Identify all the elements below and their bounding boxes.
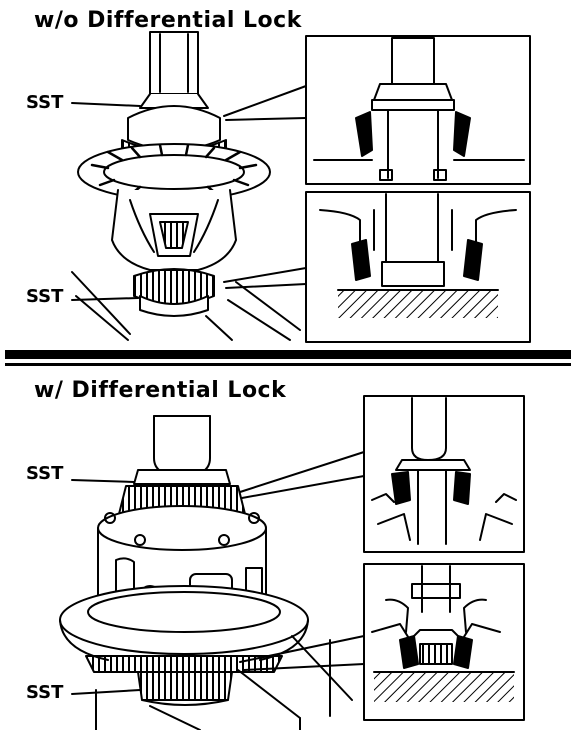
sst-label-top-upper: SST bbox=[26, 92, 64, 113]
inset-bottom-upper bbox=[363, 395, 525, 553]
leader-inset-top-lower bbox=[223, 267, 307, 283]
leader-inset-bottom-upper bbox=[239, 451, 365, 493]
leader-sst-top-lower bbox=[71, 297, 139, 301]
inset-top-upper bbox=[305, 35, 531, 185]
inset-top-lower bbox=[305, 191, 531, 343]
sst-label-bottom-lower: SST bbox=[26, 682, 64, 703]
sst-label-bottom-upper: SST bbox=[26, 463, 64, 484]
section-divider-thin bbox=[5, 363, 571, 366]
section-title-without-lock: w/o Differential Lock bbox=[34, 8, 302, 33]
leader-inset-bottom-lower bbox=[239, 635, 365, 663]
section-title-with-lock: w/ Differential Lock bbox=[34, 378, 287, 403]
leader-sst-top-upper bbox=[71, 102, 141, 107]
inset-bottom-lower bbox=[363, 563, 525, 721]
leader-sst-bottom-upper bbox=[71, 479, 135, 483]
bottom-main-assembly bbox=[59, 415, 353, 730]
leader-inset-top-upper bbox=[223, 85, 307, 117]
top-main-assembly bbox=[71, 31, 301, 341]
sst-label-top-lower: SST bbox=[26, 286, 64, 307]
leader-sst-bottom-lower bbox=[71, 689, 141, 695]
section-divider-thick bbox=[5, 350, 571, 359]
